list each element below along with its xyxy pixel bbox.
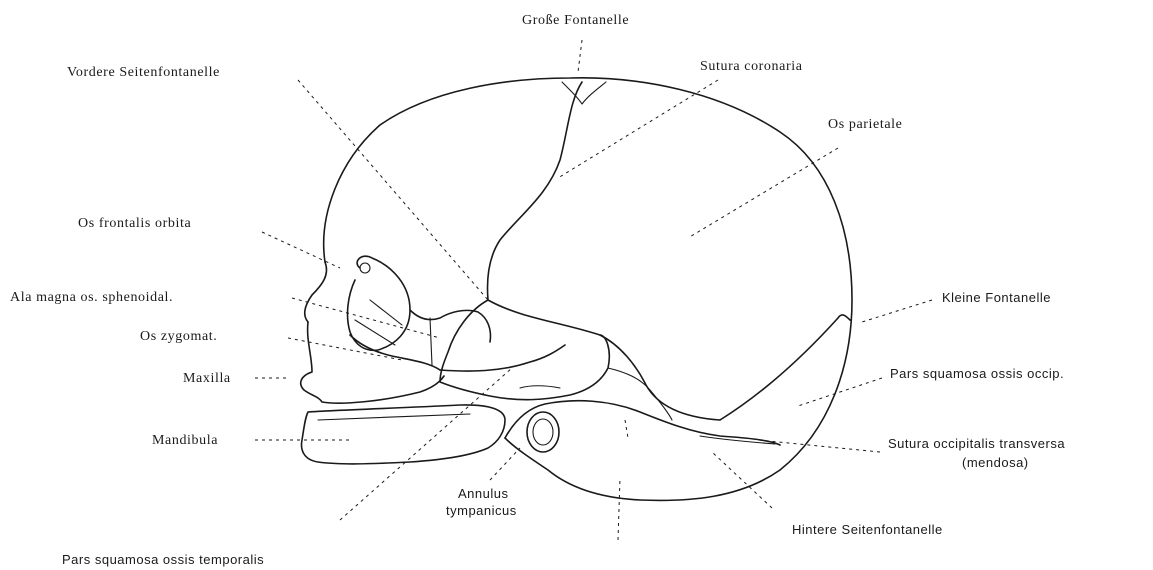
leader-sutura-coronaria [558,80,718,178]
label-hintere-seitenfontanelle: Hintere Seitenfontanelle [792,522,943,537]
sphenoid-wing [410,310,491,342]
label-kleine-fontanelle: Kleine Fontanelle [942,290,1051,305]
mandible [302,405,505,464]
label-sutura-coronaria: Sutura coronaria [700,59,803,74]
label-sutura-occipitalis-2: (mendosa) [962,455,1029,470]
zygomatic-arch [440,345,565,371]
label-grosse-fontanelle: Große Fontanelle [522,13,629,28]
leader-grosse-fontanelle [578,40,582,72]
leader-occipital-mid [625,420,628,438]
label-mandibula: Mandibula [152,433,218,448]
label-maxilla: Maxilla [183,371,231,386]
anterior-fontanelle [562,82,606,104]
label-pars-squamosa-temporalis: Pars squamosa ossis temporalis [62,552,264,567]
label-os-parietale: Os parietale [828,117,902,132]
leader-ala-magna [292,298,440,338]
temporal-texture [520,386,560,388]
annulus-inner [533,419,553,445]
parietal-border [488,82,721,420]
leader-os-parietale [688,148,838,238]
orbit [348,256,410,350]
leader-occipital-bottom [618,478,620,540]
skull-drawing [301,78,852,501]
label-annulus-1: Annulus [458,486,508,501]
mandible-inner [318,414,470,420]
labels: Große Fontanelle Vordere Seitenfontanell… [10,13,1065,567]
cranium-outline [324,78,852,501]
label-vordere-seitenfontanelle: Vordere Seitenfontanelle [67,65,220,80]
label-sutura-occipitalis-1: Sutura occipitalis transversa [888,436,1065,451]
orbit-spiral [360,263,370,273]
label-os-frontalis-orbita: Os frontalis orbita [78,216,191,231]
leader-os-zygomat [288,338,402,360]
label-annulus-2: tympanicus [446,503,517,518]
label-pars-squamosa-occip: Pars squamosa ossis occip. [890,366,1064,381]
leader-kleine-fontanelle [862,300,932,322]
annulus-tympanicus-ring [527,412,559,452]
label-os-zygomat: Os zygomat. [140,329,217,344]
leader-os-frontalis-orbita [262,232,340,268]
leader-annulus [490,448,520,480]
label-ala-magna: Ala magna os. sphenoidal. [10,290,173,305]
zygomatic-bone [350,335,440,370]
leader-sutura-occipitalis [758,440,880,452]
leader-lines [255,40,932,540]
frontal-edge [305,262,327,322]
